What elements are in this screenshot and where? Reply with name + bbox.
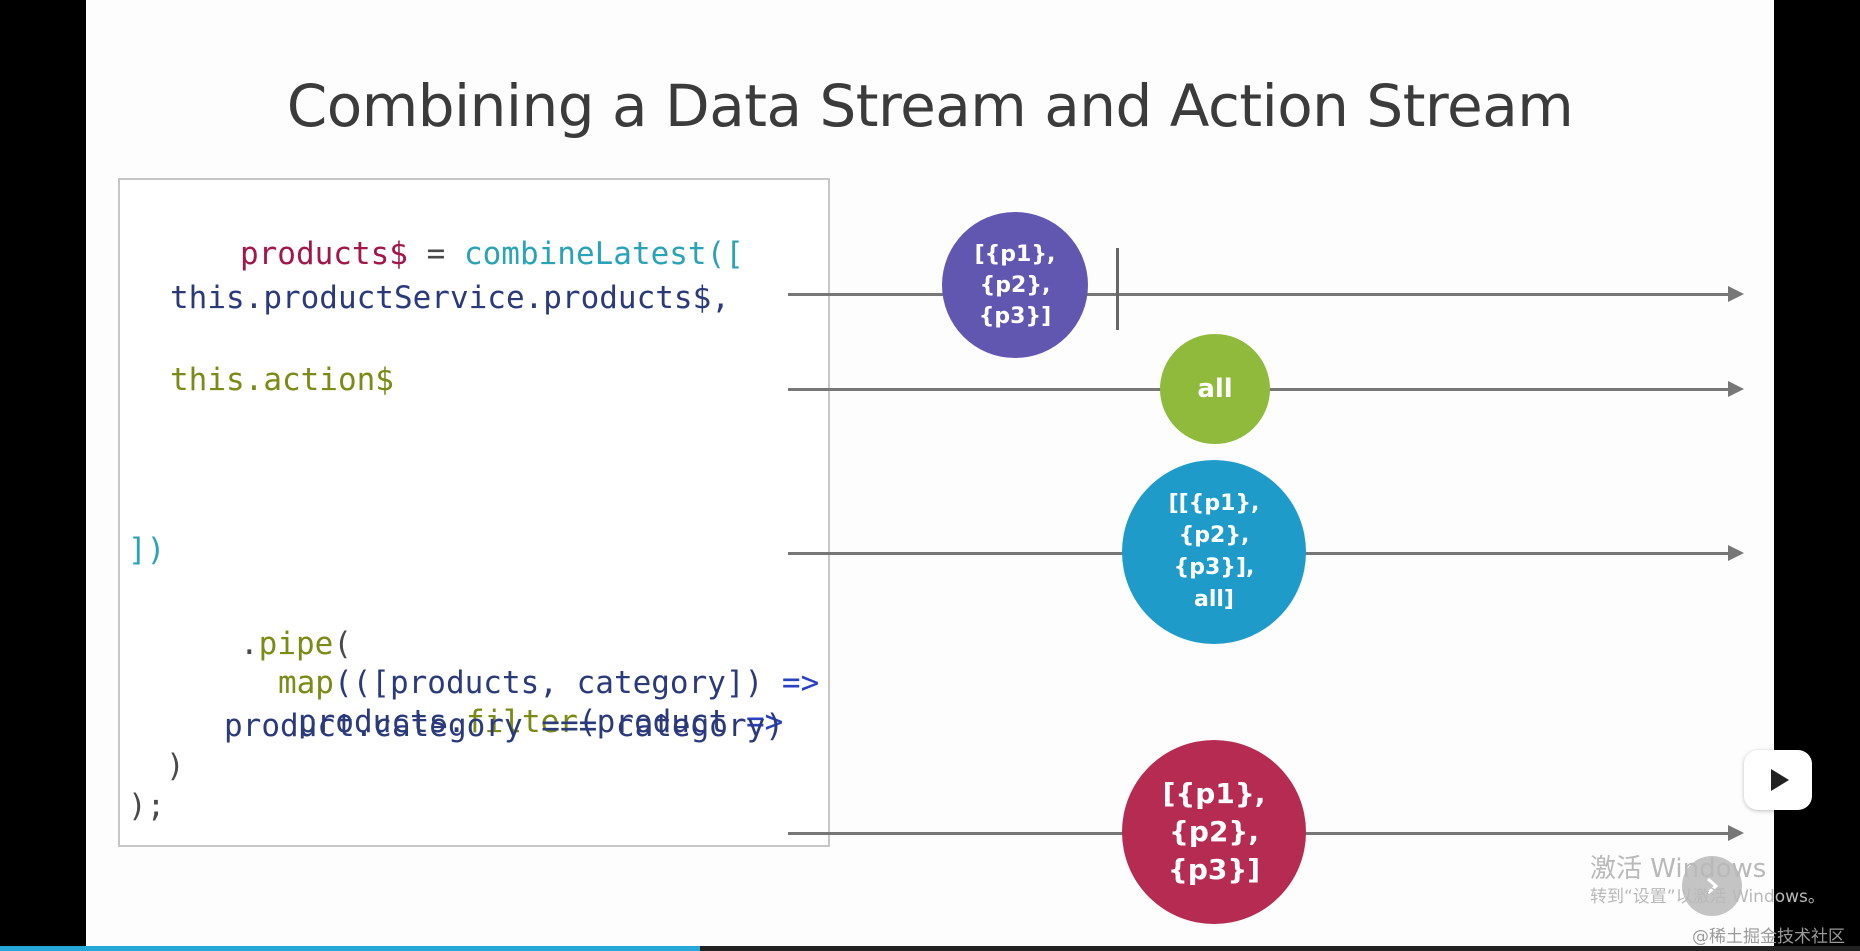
- code-token: =>: [781, 665, 820, 701]
- play-button[interactable]: [1744, 750, 1812, 810]
- chevron-icon: [1707, 877, 1719, 895]
- code-line-4: ]): [128, 532, 166, 568]
- marble-text: {p2},: [1178, 523, 1250, 548]
- arrow-head-icon: [1728, 381, 1744, 397]
- code-line-3: this.action$: [170, 362, 394, 398]
- code-token: (product: [577, 704, 746, 740]
- code-line-7: products.filter(product =>: [186, 668, 783, 776]
- code-token: products$: [239, 236, 408, 272]
- products-stream-line: [788, 293, 1732, 296]
- marble-text: {p3}],: [1173, 555, 1255, 580]
- arrow-head-icon: [1728, 825, 1744, 841]
- play-icon: [1771, 769, 1789, 791]
- code-line-5: .pipe(: [128, 590, 352, 698]
- action-marble: all: [1160, 334, 1270, 444]
- code-token: (: [333, 626, 352, 662]
- marble-text: {p2},: [979, 272, 1051, 298]
- slide-title: Combining a Data Stream and Action Strea…: [286, 72, 1574, 140]
- code-token: =>: [745, 704, 784, 740]
- code-token: combineLatest([: [463, 236, 744, 272]
- code-token: products.: [297, 704, 466, 740]
- code-token: (([products, category]): [333, 665, 782, 701]
- marble-text: [[{p1},: [1168, 491, 1260, 516]
- marble-text: [{p1},: [1162, 777, 1266, 810]
- code-line-6: map(([products, category]) =>: [166, 629, 819, 737]
- code-line-8: product.category === category): [224, 708, 784, 744]
- code-line-2: this.productService.products$,: [170, 280, 730, 316]
- code-token: map: [277, 665, 334, 701]
- progress-bar[interactable]: [0, 946, 700, 951]
- code-token: pipe: [258, 626, 334, 662]
- site-credit: @稀土掘金技术社区: [1692, 927, 1845, 947]
- arrow-head-icon: [1728, 286, 1744, 302]
- code-panel: products$ = combineLatest([ this.product…: [118, 178, 830, 847]
- code-token: =: [407, 236, 464, 272]
- marble-text: [{p1},: [974, 241, 1056, 267]
- products-marble: [{p1}, {p2}, {p3}]: [942, 212, 1088, 358]
- player-control-button[interactable]: [1682, 856, 1742, 916]
- arrow-head-icon: [1728, 545, 1744, 561]
- marble-text: {p3}]: [1167, 853, 1261, 886]
- code-line-10: );: [128, 788, 166, 824]
- result-marble: [{p1}, {p2}, {p3}]: [1122, 740, 1306, 924]
- code-line-9: ): [166, 748, 185, 784]
- completion-tick: [1116, 248, 1119, 330]
- marble-text: {p3}]: [978, 303, 1052, 329]
- marble-text: {p2},: [1168, 815, 1259, 848]
- windows-activation-subtitle: 转到“设置”以激活 Windows。: [1590, 887, 1825, 907]
- code-token: filter: [465, 704, 578, 740]
- slide: Combining a Data Stream and Action Strea…: [86, 0, 1774, 946]
- marble-text: all: [1197, 374, 1233, 404]
- combined-marble: [[{p1}, {p2}, {p3}], all]: [1122, 460, 1306, 644]
- marble-text: all]: [1194, 587, 1234, 612]
- code-line-1: products$ = combineLatest([: [128, 200, 744, 308]
- code-token: .: [239, 626, 259, 662]
- progress-track[interactable]: [700, 946, 1860, 951]
- windows-activation-title: 激活 Windows: [1590, 854, 1767, 884]
